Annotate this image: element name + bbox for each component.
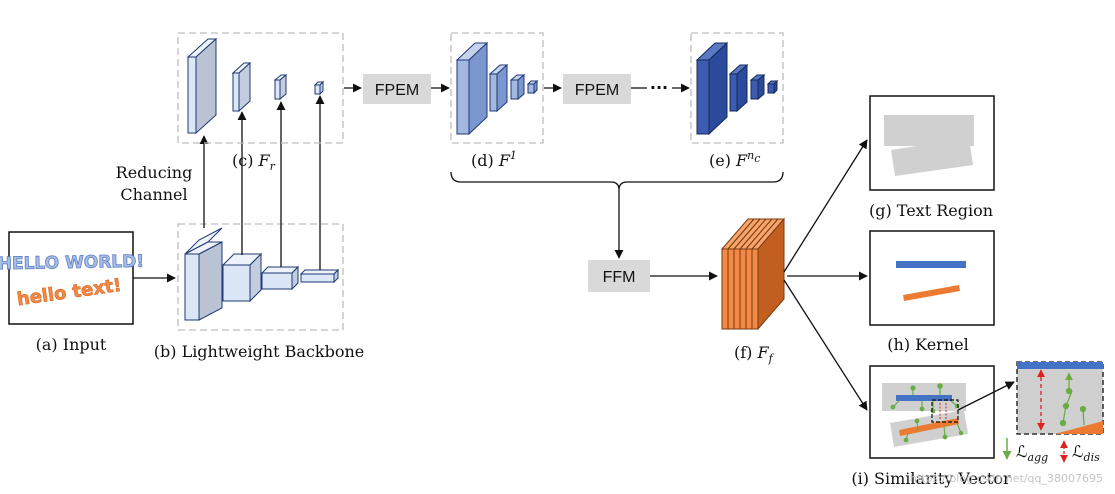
backbone-dashed-frame	[177, 223, 344, 331]
kernel-blue-bar	[896, 261, 966, 268]
kernel-orange-bar	[903, 285, 960, 301]
ffm-box-label: FFM	[603, 269, 636, 286]
fnc-layer-4	[766, 79, 779, 95]
watermark-text: https://blog.csdn.net/qq_38007695	[910, 472, 1103, 485]
ffm-box-bg	[588, 260, 650, 292]
fr-dashed-frame	[177, 32, 344, 144]
zoom-detail-green-vectors	[1059, 372, 1087, 427]
backbone-caption: (b) Lightweight Backbone	[154, 342, 364, 361]
reducing-channel-line1: Reducing	[116, 163, 193, 182]
f1-layer-1	[455, 41, 489, 136]
ffm-box: FFM	[588, 260, 650, 292]
fnc-caption: (e) Fnc	[709, 149, 760, 170]
fnc-layer-2	[728, 63, 749, 113]
similarity-caption: (i) Similarity Vector	[851, 469, 1011, 488]
fr-layer-4	[313, 80, 325, 96]
ff-block: (f) Ff	[720, 217, 786, 365]
backbone-layer-4	[299, 268, 340, 284]
fr-layer-1	[186, 37, 218, 135]
similarity-kernel-blue	[896, 395, 952, 401]
fr-layer-2	[231, 61, 252, 113]
fpem-box-1-label: FPEM	[375, 82, 419, 99]
input-panel: HELLO WORLD! hello text! (a) Input	[0, 231, 145, 354]
backbone-block: (b) Lightweight Backbone	[154, 223, 364, 361]
fpem-box-2-bg	[563, 74, 631, 104]
fnc-layer-3	[749, 73, 766, 101]
backbone-layer-2	[221, 252, 263, 303]
arrow-ff-to-text-region	[783, 139, 868, 273]
similarity-green-vectors	[890, 383, 964, 443]
zoom-detail-blue-bar	[1017, 362, 1103, 369]
backbone-layer-1	[184, 227, 223, 321]
bracket-f1-fnc	[450, 171, 784, 191]
fr-layer-3	[273, 73, 288, 101]
f1-caption: (d) F1	[471, 149, 517, 170]
backbone-layer-3	[260, 265, 300, 291]
similarity-zoom-box	[931, 399, 959, 423]
f1-layer-4	[526, 79, 539, 95]
f1-dashed-frame	[450, 32, 544, 144]
fpem-box-2-label: FPEM	[575, 82, 619, 99]
fpem-box-1-bg	[363, 74, 431, 104]
f1-layer-2	[488, 63, 509, 113]
f1-layer-3	[509, 73, 526, 101]
similarity-panel: (i) Similarity Vector	[851, 365, 1011, 488]
fr-caption: (c) Fr	[232, 151, 276, 173]
loss-agg-label: ℒagg	[1016, 442, 1048, 464]
fnc-layer-1	[695, 41, 729, 136]
fnc-block: (e) Fnc	[690, 32, 784, 170]
fnc-dashed-frame	[690, 32, 784, 144]
input-hello-world-text: HELLO WORLD!	[0, 252, 144, 275]
fr-block: (c) Fr	[177, 32, 344, 173]
kernel-frame	[869, 230, 995, 326]
reducing-channel-line2: Channel	[120, 185, 187, 204]
input-frame	[8, 231, 134, 325]
text-region-panel: (g) Text Region	[869, 95, 995, 220]
zoom-detail-orange-bar	[1055, 421, 1103, 434]
kernel-panel: (h) Kernel	[869, 230, 995, 354]
f1-block: (d) F1	[450, 32, 544, 170]
arrow-zoom-to-detail	[957, 381, 1015, 411]
fpem-box-1: FPEM	[363, 74, 431, 104]
fpem-box-2: FPEM	[563, 74, 631, 104]
loss-dis-label: ℒdis	[1072, 442, 1100, 464]
ff-caption: (f) Ff	[734, 343, 775, 365]
text-region-caption: (g) Text Region	[869, 201, 993, 220]
arrow-ff-to-similarity	[783, 279, 868, 411]
ellipsis-text: ···	[650, 78, 668, 97]
kernel-caption: (h) Kernel	[887, 335, 968, 354]
zoom-detail-panel	[1016, 361, 1104, 435]
input-caption: (a) Input	[36, 335, 107, 354]
text-region-box-2	[891, 138, 973, 176]
